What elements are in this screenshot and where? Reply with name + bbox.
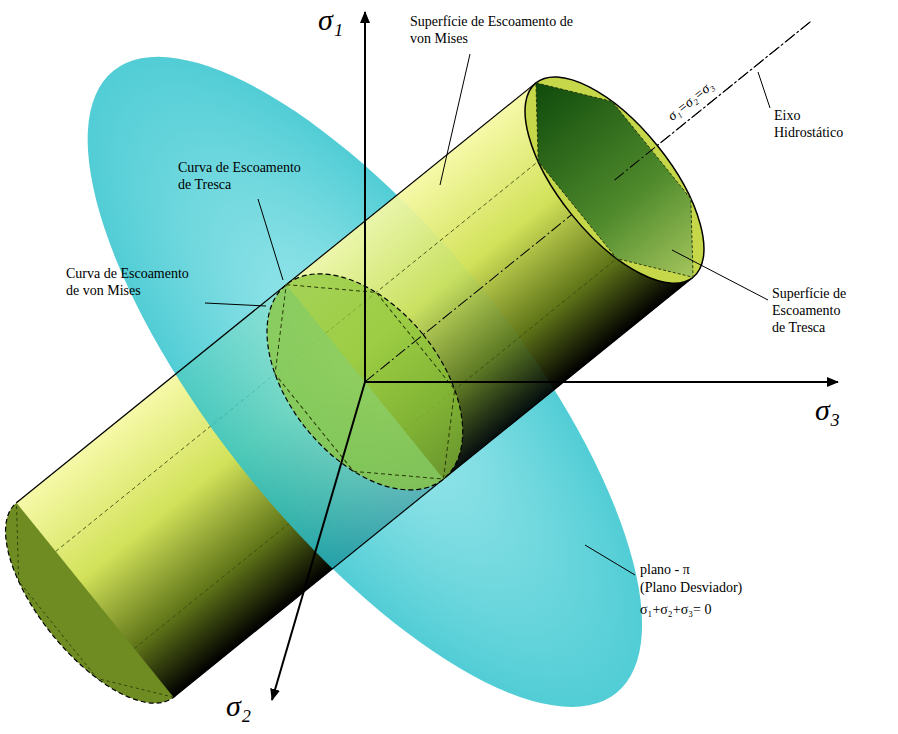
axis-label: σ₁ <box>318 2 343 38</box>
axis-label: σ₃ <box>815 392 840 428</box>
cylinder-edge <box>174 277 694 697</box>
plane-equation: σ₁+σ₂+σ₃= 0 <box>640 602 711 619</box>
axis-label: Eixo Hidrostático <box>774 108 856 142</box>
axis-equation: σ₁=σ₂=σ₃ <box>665 77 718 124</box>
sigma3-axis <box>365 381 838 383</box>
leader-line <box>585 545 635 575</box>
plane-label: plano - π <box>640 562 690 579</box>
hydrostatic-axis <box>615 22 811 180</box>
curve-label: Curva de Escoamento de von Mises <box>66 266 204 300</box>
surface-label: Superfície de Escoamento de von Mises <box>410 14 575 48</box>
sigma1-axis <box>364 12 366 382</box>
sigma2-axis <box>272 382 365 700</box>
plane-label: (Plano Desviador) <box>640 580 742 597</box>
leader-line <box>258 199 283 280</box>
leader-line <box>672 250 768 300</box>
leader-line <box>440 54 470 185</box>
surface-label: Superfície de Escoamento de Tresca <box>772 286 854 336</box>
axis-label: σ₂ <box>226 688 251 724</box>
leader-line <box>758 72 770 108</box>
tresca-surface <box>499 53 730 307</box>
hydrostatic-axis <box>365 22 811 382</box>
curve-label: Curva de Escoamento de Tresca <box>178 160 316 194</box>
leader-line <box>205 303 266 306</box>
